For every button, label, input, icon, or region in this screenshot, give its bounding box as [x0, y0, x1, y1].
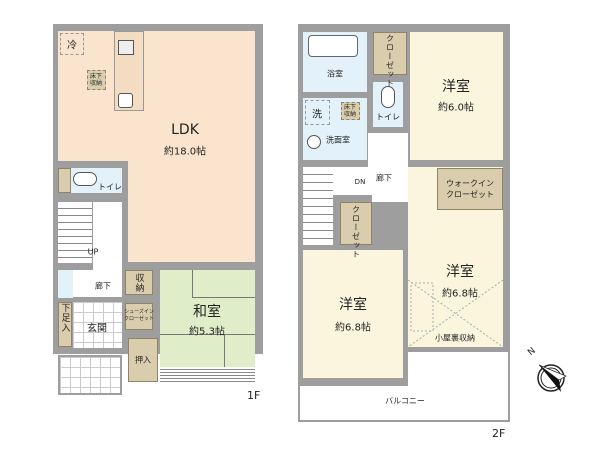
hallway-1f [73, 270, 122, 297]
entrance [73, 302, 122, 348]
western-room-sw [303, 250, 403, 378]
walk-in-closet-label: ウォークイン クローゼット [446, 179, 494, 199]
oshiire-closet [128, 338, 158, 382]
hallway-label: 廊下 [95, 281, 111, 291]
entrance-label: 玄関 [87, 323, 107, 335]
north-compass-icon [537, 364, 567, 392]
shoe-cabinet [58, 302, 72, 347]
tatami-line [160, 334, 255, 335]
western-room-ne [410, 32, 503, 160]
shoe-closet-label: シューズイン クローゼット [123, 309, 155, 322]
washitsu-room [160, 270, 255, 367]
washing-machine-space [305, 100, 330, 125]
walk-in-closet [437, 168, 503, 210]
toilet-tank-shelf [58, 168, 71, 193]
stove-icon [118, 40, 134, 55]
tatami-line [224, 334, 225, 367]
attic-storage-outline [408, 280, 503, 347]
stairs-2f [303, 167, 333, 245]
attic-storage-label: 小屋裏収納 [435, 333, 475, 343]
balcony-label: バルコニー [385, 396, 425, 406]
bathroom-label: 浴室 [327, 69, 343, 79]
hallway-2f-upper [368, 133, 408, 167]
storage-1f [125, 270, 153, 295]
washbasin-nook [58, 270, 73, 298]
closet-b [340, 202, 372, 245]
washroom-label: 洗面室 [326, 135, 350, 145]
underfloor-storage-2f [341, 102, 360, 120]
toilet-2f-label: トイレ [376, 112, 400, 122]
toilet-label: トイレ [98, 182, 122, 192]
fridge-label: 冷 [67, 40, 77, 52]
toilet-icon [73, 172, 97, 186]
room-ne-size: 約6.0帖 [438, 102, 474, 114]
stairs-down-label: DN [354, 178, 366, 186]
floor2-label: 2F [492, 427, 506, 440]
washbasin-icon [307, 135, 321, 149]
hallway-2f-label: 廊下 [376, 173, 392, 183]
underfloor-storage-2f-label: 床下 収納 [343, 104, 357, 118]
closet-a-label: クローゼット [385, 34, 395, 88]
toilet-icon [381, 86, 395, 108]
hallway-2f-ext [372, 195, 408, 202]
underfloor-storage [87, 70, 106, 90]
washitsu-size: 約5.3帖 [189, 326, 225, 338]
floor1-label: 1F [247, 389, 261, 402]
tatami-line [192, 270, 193, 298]
shoe-closet [125, 303, 153, 330]
laundry-label: 洗 [312, 109, 322, 121]
oshiire-label: 押入 [135, 355, 151, 365]
balcony-upper [408, 352, 510, 386]
shoe-cabinet-label: 下足入 [59, 303, 70, 333]
balcony [298, 386, 510, 422]
ldk-size: 約18.0帖 [163, 146, 207, 158]
storage-label: 収納 [133, 273, 144, 293]
ldk-label: LDK [171, 122, 199, 138]
ldk-room-lower [128, 160, 255, 262]
engawa-strip [160, 367, 255, 382]
stairs-1f [58, 202, 92, 263]
tatami-line [192, 297, 255, 298]
underfloor-storage-label: 床下 収納 [89, 73, 103, 87]
room-sw-size: 約6.8帖 [335, 322, 371, 334]
washitsu-label: 和室 [193, 304, 221, 320]
room-ne-label: 洋室 [442, 79, 470, 95]
closet-a [373, 32, 407, 75]
room-sw-label: 洋室 [339, 297, 367, 313]
sink-icon [118, 93, 133, 108]
stairs-up-label: UP [87, 247, 99, 257]
bathtub-icon [308, 35, 358, 57]
room-se-label: 洋室 [446, 264, 474, 280]
porch [58, 355, 122, 395]
ldk-room [58, 31, 255, 161]
fridge-space [60, 33, 84, 55]
hallway-2f [333, 167, 408, 195]
room-se-size: 約6.8帖 [442, 288, 478, 300]
closet-b-label: クローゼット [351, 205, 361, 259]
